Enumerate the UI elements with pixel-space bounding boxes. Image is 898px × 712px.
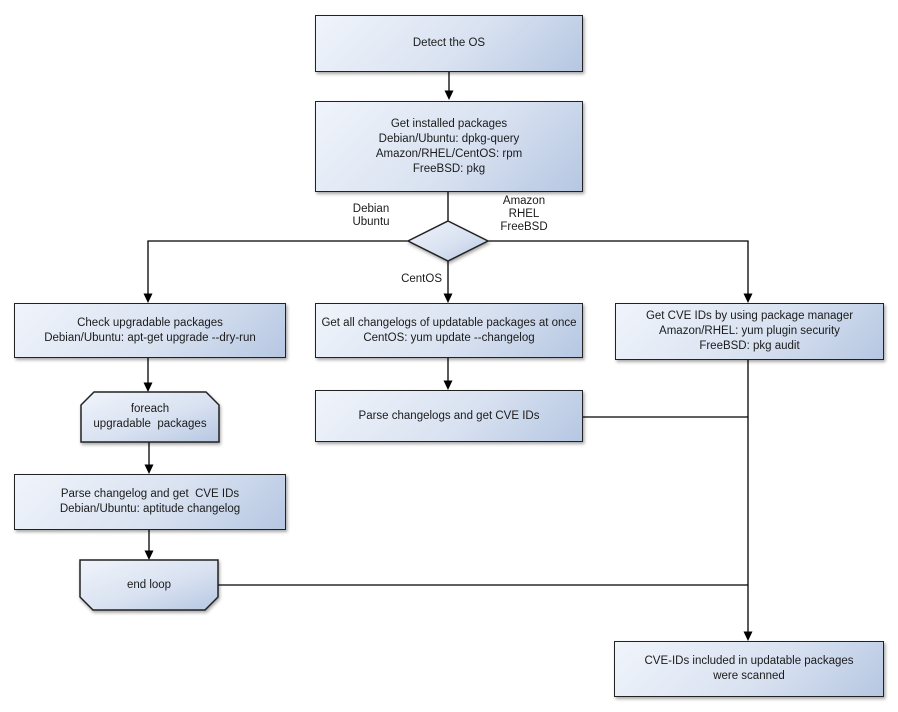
arrowhead-parse-changelog	[144, 464, 154, 474]
edge-label-centos: CentOS	[401, 273, 442, 285]
node-parse-changelog-single: Parse changelog and get CVE IDs Debian/U…	[14, 474, 286, 530]
node-get-all-changelogs: Get all changelogs of updatable packages…	[315, 303, 583, 358]
node-get-cve-ids-package-manager: Get CVE IDs by using package manager Ama…	[615, 303, 884, 360]
node-result-scanned: CVE-IDs included in updatable packages w…	[614, 641, 884, 697]
foreach-loop-start-shape	[80, 391, 220, 443]
arrowhead-get-all-changelogs	[443, 293, 453, 303]
node-check-upgradable-packages: Check upgradable packages Debian/Ubuntu:…	[14, 303, 286, 358]
arrowhead-end-loop	[144, 550, 154, 560]
edge-label-debian-ubuntu: Debian Ubuntu	[352, 203, 390, 228]
edge-label-amazon-rhel-freebsd: Amazon RHEL FreeBSD	[500, 195, 548, 233]
arrowhead-check-upgradable	[143, 293, 153, 303]
arrowhead-result	[743, 631, 753, 641]
node-get-installed-packages: Get installed packages Debian/Ubuntu: dp…	[315, 101, 583, 192]
os-decision-diamond	[406, 220, 490, 262]
arrowhead-foreach	[143, 382, 153, 392]
arrowhead-get-cve-ids	[743, 293, 753, 303]
end-loop-shape	[79, 559, 219, 611]
node-parse-changelogs-all: Parse changelogs and get CVE IDs	[315, 390, 583, 442]
arrowhead-installed	[444, 90, 454, 100]
arrowhead-parse-changelogs	[443, 380, 453, 390]
node-detect-os: Detect the OS	[315, 15, 583, 72]
connector-decision-left	[147, 240, 408, 294]
connector-decision-right	[488, 240, 749, 294]
